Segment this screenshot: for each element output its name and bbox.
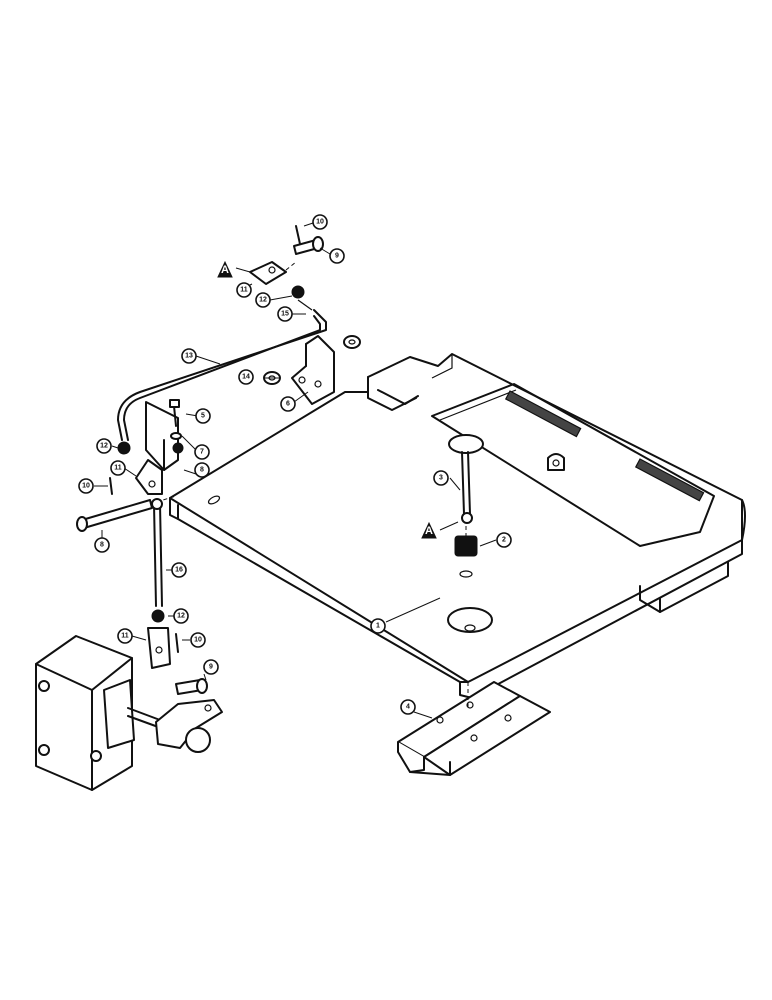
callout-14: 14 — [238, 369, 254, 385]
reference-letter-a-top: A — [221, 264, 229, 276]
callout-13: 13 — [181, 348, 197, 364]
svg-text:12: 12 — [177, 613, 185, 620]
callout-7: 7 — [194, 444, 210, 460]
svg-text:8: 8 — [200, 467, 204, 474]
rubber-grommet — [454, 535, 478, 578]
svg-text:7: 7 — [200, 449, 204, 456]
svg-text:10: 10 — [316, 219, 324, 226]
callout-8-mid: 8 — [194, 462, 210, 478]
callout-2: 2 — [496, 532, 512, 548]
svg-text:16: 16 — [175, 567, 183, 574]
svg-text:11: 11 — [114, 465, 122, 472]
knob-rod — [448, 434, 484, 540]
svg-text:1: 1 — [376, 623, 380, 630]
callout-11-left: 11 — [110, 460, 126, 476]
reference-a-bottom — [421, 521, 437, 539]
svg-text:13: 13 — [185, 353, 193, 360]
svg-text:8: 8 — [100, 542, 104, 549]
svg-text:15: 15 — [281, 311, 289, 318]
svg-text:12: 12 — [259, 297, 267, 304]
callout-3: 3 — [433, 470, 449, 486]
svg-text:10: 10 — [82, 483, 90, 490]
callout-11-top: 11 — [236, 282, 252, 298]
svg-text:9: 9 — [209, 664, 213, 671]
linkage-rod — [117, 299, 327, 441]
svg-text:10: 10 — [194, 637, 202, 644]
hardware-parts — [76, 225, 361, 695]
callout-8-left: 8 — [94, 537, 110, 553]
callout-15: 15 — [277, 306, 293, 322]
svg-text:5: 5 — [201, 413, 205, 420]
callout-10-left: 10 — [78, 478, 94, 494]
callout-5: 5 — [195, 408, 211, 424]
callout-9-low: 9 — [203, 659, 219, 675]
mount-bracket — [291, 335, 335, 405]
svg-text:6: 6 — [286, 401, 290, 408]
pivot-bracket — [145, 401, 179, 471]
callout-12-low: 12 — [173, 608, 189, 624]
governor-body — [35, 635, 223, 791]
callout-1: 1 — [370, 618, 386, 634]
callout-16: 16 — [171, 562, 187, 578]
leader-lines — [94, 221, 497, 719]
svg-text:12: 12 — [100, 443, 108, 450]
svg-text:3: 3 — [439, 475, 443, 482]
callout-12-left: 12 — [96, 438, 112, 454]
svg-text:11: 11 — [121, 633, 129, 640]
platform-plate — [169, 353, 746, 699]
floor-bracket — [397, 681, 551, 776]
callout-6: 6 — [280, 396, 296, 412]
callout-9-top: 9 — [329, 248, 345, 264]
svg-text:4: 4 — [406, 704, 410, 711]
callout-12-top: 12 — [255, 292, 271, 308]
reference-a-top — [217, 260, 233, 278]
callout-4: 4 — [400, 699, 416, 715]
callout-11-low: 11 — [117, 628, 133, 644]
svg-text:2: 2 — [502, 537, 506, 544]
svg-text:14: 14 — [242, 374, 250, 381]
callout-10-top: 10 — [312, 214, 328, 230]
reference-letter-a-bottom: A — [425, 525, 433, 537]
svg-text:11: 11 — [240, 287, 248, 294]
svg-text:9: 9 — [335, 253, 339, 260]
callout-10-low: 10 — [190, 632, 206, 648]
